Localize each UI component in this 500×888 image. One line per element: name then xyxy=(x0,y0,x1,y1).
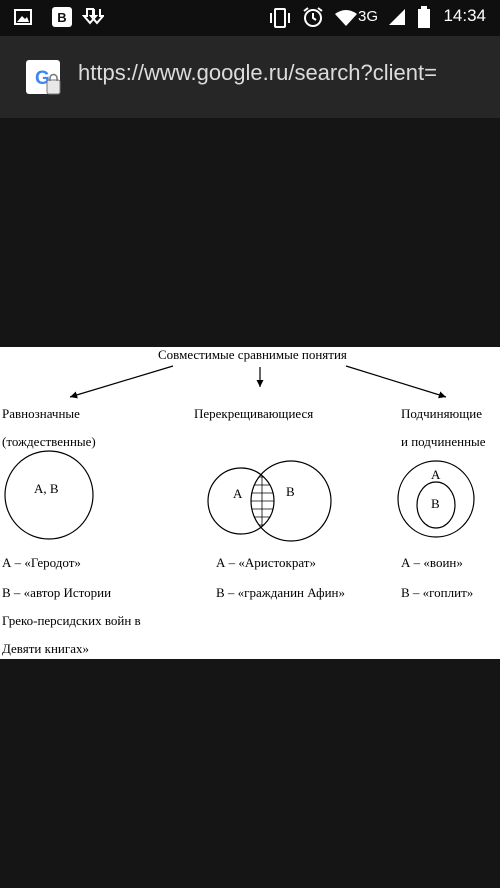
col1-heading-1: Равнозначные xyxy=(2,406,80,421)
url-text[interactable]: https://www.google.ru/search?client= xyxy=(78,60,437,85)
svg-text:G: G xyxy=(35,68,50,89)
col3-label-b: В xyxy=(431,496,440,511)
wifi-icon xyxy=(335,10,357,26)
col2-heading: Перекрещивающиеся xyxy=(194,406,314,421)
url-bar[interactable]: G https://www.google.ru/search?client= xyxy=(0,36,500,118)
circle-ab xyxy=(4,450,94,540)
download-icon xyxy=(82,8,104,25)
col1-example-b-2: Греко-персидских войн в xyxy=(2,613,141,628)
google-site-icon: G xyxy=(26,60,61,95)
col3-example-b: В – «гоплит» xyxy=(401,585,474,600)
col1-example-a: А – «Геродот» xyxy=(2,555,81,570)
concept-diagram: Совместимые сравнимые понятия Равнозначн… xyxy=(0,347,500,659)
vk-icon: B xyxy=(52,7,72,27)
network-type: 3G xyxy=(358,8,379,25)
status-bar: B 3G 14:34 xyxy=(0,0,500,36)
image-icon xyxy=(14,9,32,25)
diagram-graphics xyxy=(4,365,475,542)
col2-example-a: А – «Аристократ» xyxy=(216,555,316,570)
col2-label-a: А xyxy=(233,486,243,501)
vibrate-icon xyxy=(270,8,290,28)
alarm-icon xyxy=(303,7,323,27)
clock: 14:34 xyxy=(443,6,486,25)
col1-example-b-1: В – «автор Истории xyxy=(2,585,112,600)
circle-outer-a xyxy=(397,460,475,538)
battery-icon xyxy=(418,6,430,28)
col3-heading-2: и подчиненные xyxy=(401,434,486,449)
col2-example-b: В – «гражданин Афин» xyxy=(216,585,345,600)
arrow-left xyxy=(69,365,174,399)
col3-example-a: А – «воин» xyxy=(401,555,463,570)
col1-example-b-3: Девяти книгах» xyxy=(2,641,89,656)
col3-heading-1: Подчиняющие xyxy=(401,406,483,421)
signal-icon xyxy=(389,9,405,25)
arrow-right xyxy=(345,365,447,399)
diagram-title: Совместимые сравнимые понятия xyxy=(158,347,347,362)
svg-text:B: B xyxy=(57,10,66,25)
col3-label-a: А xyxy=(431,467,441,482)
circle-inner-b xyxy=(416,481,456,529)
col1-heading-2: (тождественные) xyxy=(2,434,96,449)
col1-circle-label: А, В xyxy=(34,481,59,496)
col2-label-b: В xyxy=(286,484,295,499)
